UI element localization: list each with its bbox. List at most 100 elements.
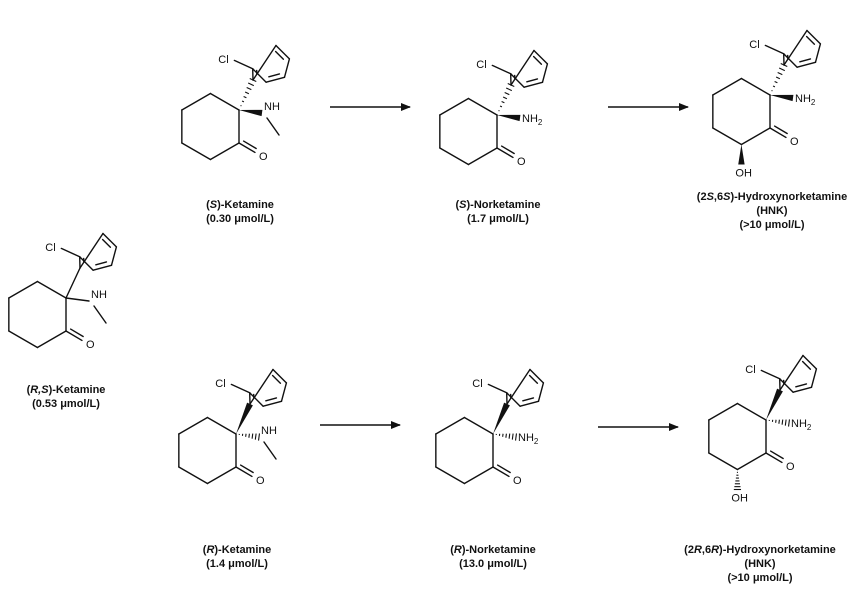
captions: (R,S)-Ketamine (0.53 μmol/L) (S)-Ketamin… [27,191,848,584]
aromatic-double-bond [533,49,549,65]
hash-segment [505,433,507,438]
carbonyl-bond [238,142,256,154]
aromatic-bond [280,382,288,402]
aromatic-bond [248,392,264,407]
aromatic-double-bond [265,76,286,83]
ring-bond [463,466,494,485]
aromatic-bond [251,68,267,83]
chlorine-label: Cl [218,54,228,66]
chlorophenyl-ring [248,368,288,407]
ring-bond [8,280,39,299]
hash-segment [247,82,255,87]
aromatic-bond [249,368,274,405]
ring-bond [209,142,240,161]
aromatic-bond [541,63,549,83]
molecule-group: OClNHOClNHOClNH2OClNH2OHOClNHOClNH2OClNH… [8,29,822,505]
caption-s-hnk-abbr: (HNK) [756,205,787,217]
hash-segment [257,433,261,441]
aromatic-double-bond-inner [271,374,282,384]
carbonyl-bond-second [769,450,784,460]
aromatic-bond [510,49,535,86]
aromatic-double-bond-inner [528,374,539,384]
caption-r-hnk-name: (2R,6R)-Hydroxynorketamine [684,544,836,556]
ring-bond [712,77,743,96]
ring-bond [435,416,466,435]
oxygen-label: O [790,136,799,148]
caption-rs-ketamine-conc: (0.53 μmol/L) [32,398,100,410]
aromatic-double-bond [802,354,818,370]
ring-bond [463,416,494,435]
aromatic-bond [505,392,521,407]
ring-bond [178,466,209,485]
aromatic-bond [79,232,104,269]
hash-segment [246,86,252,91]
stereo-hash-aryl [240,77,257,107]
hash-segment [244,91,250,95]
nh-label: NH [91,289,107,301]
oxygen-label: O [513,475,522,487]
carbonyl-bond-second [773,125,788,135]
caption-s-norketamine-name: (S)-Norketamine [456,199,541,211]
hash-segment [248,433,250,438]
stereo-wedge-amine [239,109,263,117]
hash-segment [501,100,505,104]
hash-segment [787,419,791,427]
hash-segment [778,419,780,424]
caption-s-ketamine-conc: (0.30 μmol/L) [206,213,274,225]
ring-bond [712,127,743,146]
chloro-bond [230,383,251,394]
chloro-bond [487,383,508,394]
aromatic-double-bond [275,44,291,60]
hash-segment [775,76,781,80]
ring-bond [467,97,498,116]
ring-bond [178,416,209,435]
aromatic-double-bond-inner [101,238,112,248]
hash-segment [778,67,786,72]
ring-bond [36,280,67,299]
chlorine-label: Cl [215,378,225,390]
carbonyl-bond [765,452,783,464]
carbonyl-bond-second [69,328,84,338]
carbonyl-bond [65,330,83,342]
aromatic-double-bond [272,368,288,384]
n-methyl-bond [266,117,280,136]
chlorine-label: Cl [472,378,482,390]
stereo-hash-hydroxyl [733,471,742,491]
caption-r-ketamine-name: (R)-Ketamine [203,544,271,556]
hash-segment [243,95,247,99]
caption-rs-ketamine-name: (R,S)-Ketamine [27,384,106,396]
ring-bond [181,92,212,111]
carbonyl-bond-second [496,464,511,474]
chlorine-label: Cl [476,59,486,71]
aromatic-bond [78,256,94,271]
caption-r-norketamine-name: (R)-Norketamine [450,544,536,556]
caption-r-hnk-conc: (>10 μmol/L) [727,572,792,584]
aromatic-double-bond-inner [526,78,539,83]
ring-bond [439,147,470,166]
chlorophenyl-ring [778,354,818,393]
aryl-bond [65,267,81,299]
carbonyl-bond-second [242,140,257,150]
hash-segment [772,85,776,88]
aromatic-double-bond [92,264,113,271]
aromatic-double-bond-inner [95,261,108,266]
aromatic-bond [810,368,818,388]
stereo-hash-aryl [498,82,515,112]
aromatic-double-bond [529,368,545,384]
aromatic-double-bond [792,386,813,393]
hash-segment [511,433,514,440]
oxygen-label: O [517,156,526,168]
chlorine-label: Cl [45,242,55,254]
ring-bond [209,92,240,111]
amine-bond [65,297,90,302]
hash-segment [505,87,513,92]
aromatic-double-bond-inner [795,383,808,388]
aromatic-double-bond [262,400,283,407]
stereo-wedge-aryl [236,402,253,434]
